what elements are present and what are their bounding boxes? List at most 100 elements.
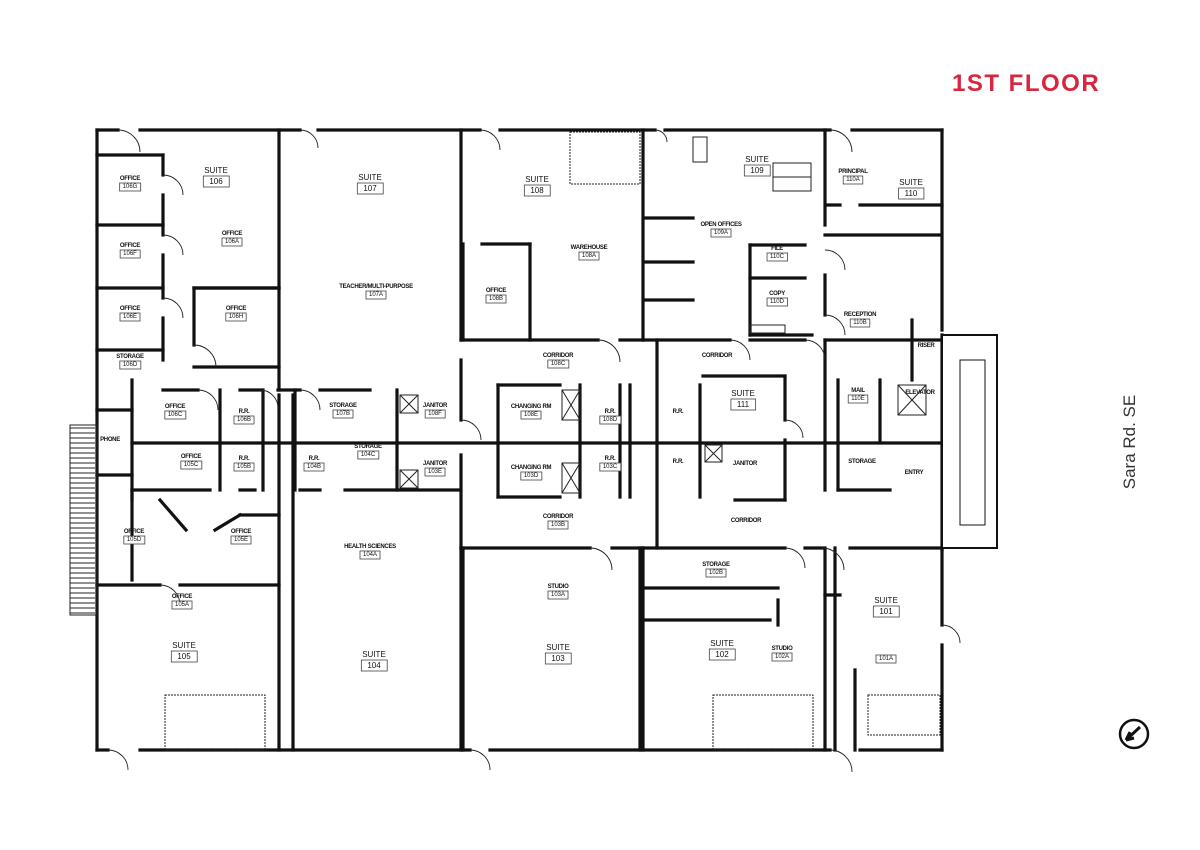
- room-number-box: [485, 294, 507, 304]
- room-name: OFFICE: [222, 231, 242, 237]
- room-name: SUITE: [745, 155, 769, 164]
- room-number-box: [180, 460, 203, 470]
- room-name: FILE: [771, 246, 783, 252]
- room-number: 103: [551, 654, 565, 663]
- room-label: 101A: [875, 654, 897, 664]
- room-number: 108C: [551, 361, 566, 367]
- room-number: 105C: [184, 462, 199, 468]
- door-swing: [162, 174, 184, 196]
- room-number: 108D: [603, 417, 618, 423]
- room-number: 105D: [127, 537, 142, 543]
- north-arrow-icon: [1118, 718, 1150, 750]
- room-number: 106H: [229, 314, 243, 320]
- room-name: PRINCIPAL: [838, 169, 868, 175]
- room-number: 102A: [775, 654, 789, 660]
- room-number-box: [842, 175, 864, 185]
- room-name: R.R.: [239, 456, 250, 462]
- room-number: 107A: [369, 292, 383, 298]
- room-name: OPEN OFFICES: [700, 222, 741, 228]
- room-number: 111: [737, 400, 750, 409]
- room-number-box: [599, 462, 622, 472]
- room-number-box: [356, 182, 384, 195]
- room-number-box: [202, 175, 230, 188]
- door-swing: [821, 547, 845, 571]
- room-name: R.R.: [309, 456, 320, 462]
- room-number-box: [520, 410, 542, 420]
- desk: [749, 324, 786, 334]
- room-label: STORAGE: [848, 459, 876, 465]
- wall-segment: [212, 512, 243, 533]
- room-name: CORRIDOR: [731, 518, 762, 524]
- loading-area: [569, 131, 641, 185]
- room-number: 105: [177, 652, 191, 661]
- room-name: OFFICE: [124, 529, 144, 535]
- room-name: MAIL: [851, 388, 865, 394]
- room-name: PHONE: [100, 437, 120, 443]
- room-number: 110B: [853, 320, 867, 326]
- room-name: R.R.: [673, 459, 684, 465]
- room-label: R.R.104B: [303, 456, 325, 472]
- room-name: OFFICE: [172, 594, 192, 600]
- room-name: SUITE: [362, 650, 386, 659]
- room-number: 101: [879, 607, 893, 616]
- room-label: CORRIDOR: [731, 518, 763, 524]
- room-name: JANITOR: [423, 403, 448, 409]
- room-name: CORRIDOR: [543, 514, 574, 520]
- room-number-box: [233, 462, 255, 472]
- room-number-box: [520, 471, 543, 481]
- room-number: 108E: [524, 412, 538, 418]
- room-number-box: [599, 415, 622, 425]
- fixtures: [69, 129, 998, 773]
- room-label: OFFICE 106H: [225, 306, 247, 322]
- loading-area: [712, 694, 814, 751]
- door-swing: [469, 749, 491, 771]
- room-number-box: [547, 590, 569, 600]
- room-number: 106B: [237, 417, 251, 423]
- shaft: [897, 384, 927, 416]
- room-name: TEACHER/MULTI-PURPOSE: [339, 284, 413, 290]
- room-number: 102B: [709, 570, 723, 576]
- room-number: 104C: [361, 452, 376, 458]
- door-swing: [117, 129, 141, 153]
- room-number: 103A: [551, 592, 565, 598]
- room-number: 103D: [524, 473, 539, 479]
- door-swing: [479, 129, 501, 151]
- door-swing: [784, 419, 804, 439]
- room-number-box: [119, 360, 142, 370]
- room-name: CHANGING RM: [511, 465, 552, 471]
- room-label: STORAGE 102B: [702, 562, 730, 578]
- door-swing: [193, 344, 217, 368]
- room-number-box: [119, 182, 142, 192]
- room-name: OFFICE: [226, 306, 246, 312]
- room-number-box: [164, 410, 187, 420]
- room-number: 105B: [237, 464, 251, 470]
- room-name: OFFICE: [120, 243, 140, 249]
- room-number-box: [225, 312, 247, 322]
- room-number-box: [359, 550, 381, 560]
- room-name: STORAGE: [702, 562, 730, 568]
- room-name: RECEPTION: [844, 312, 876, 318]
- room-number-box: [221, 237, 243, 247]
- room-label: R.R.106B: [233, 409, 255, 425]
- room-number-box: [123, 535, 146, 545]
- room-name: STORAGE: [848, 459, 876, 465]
